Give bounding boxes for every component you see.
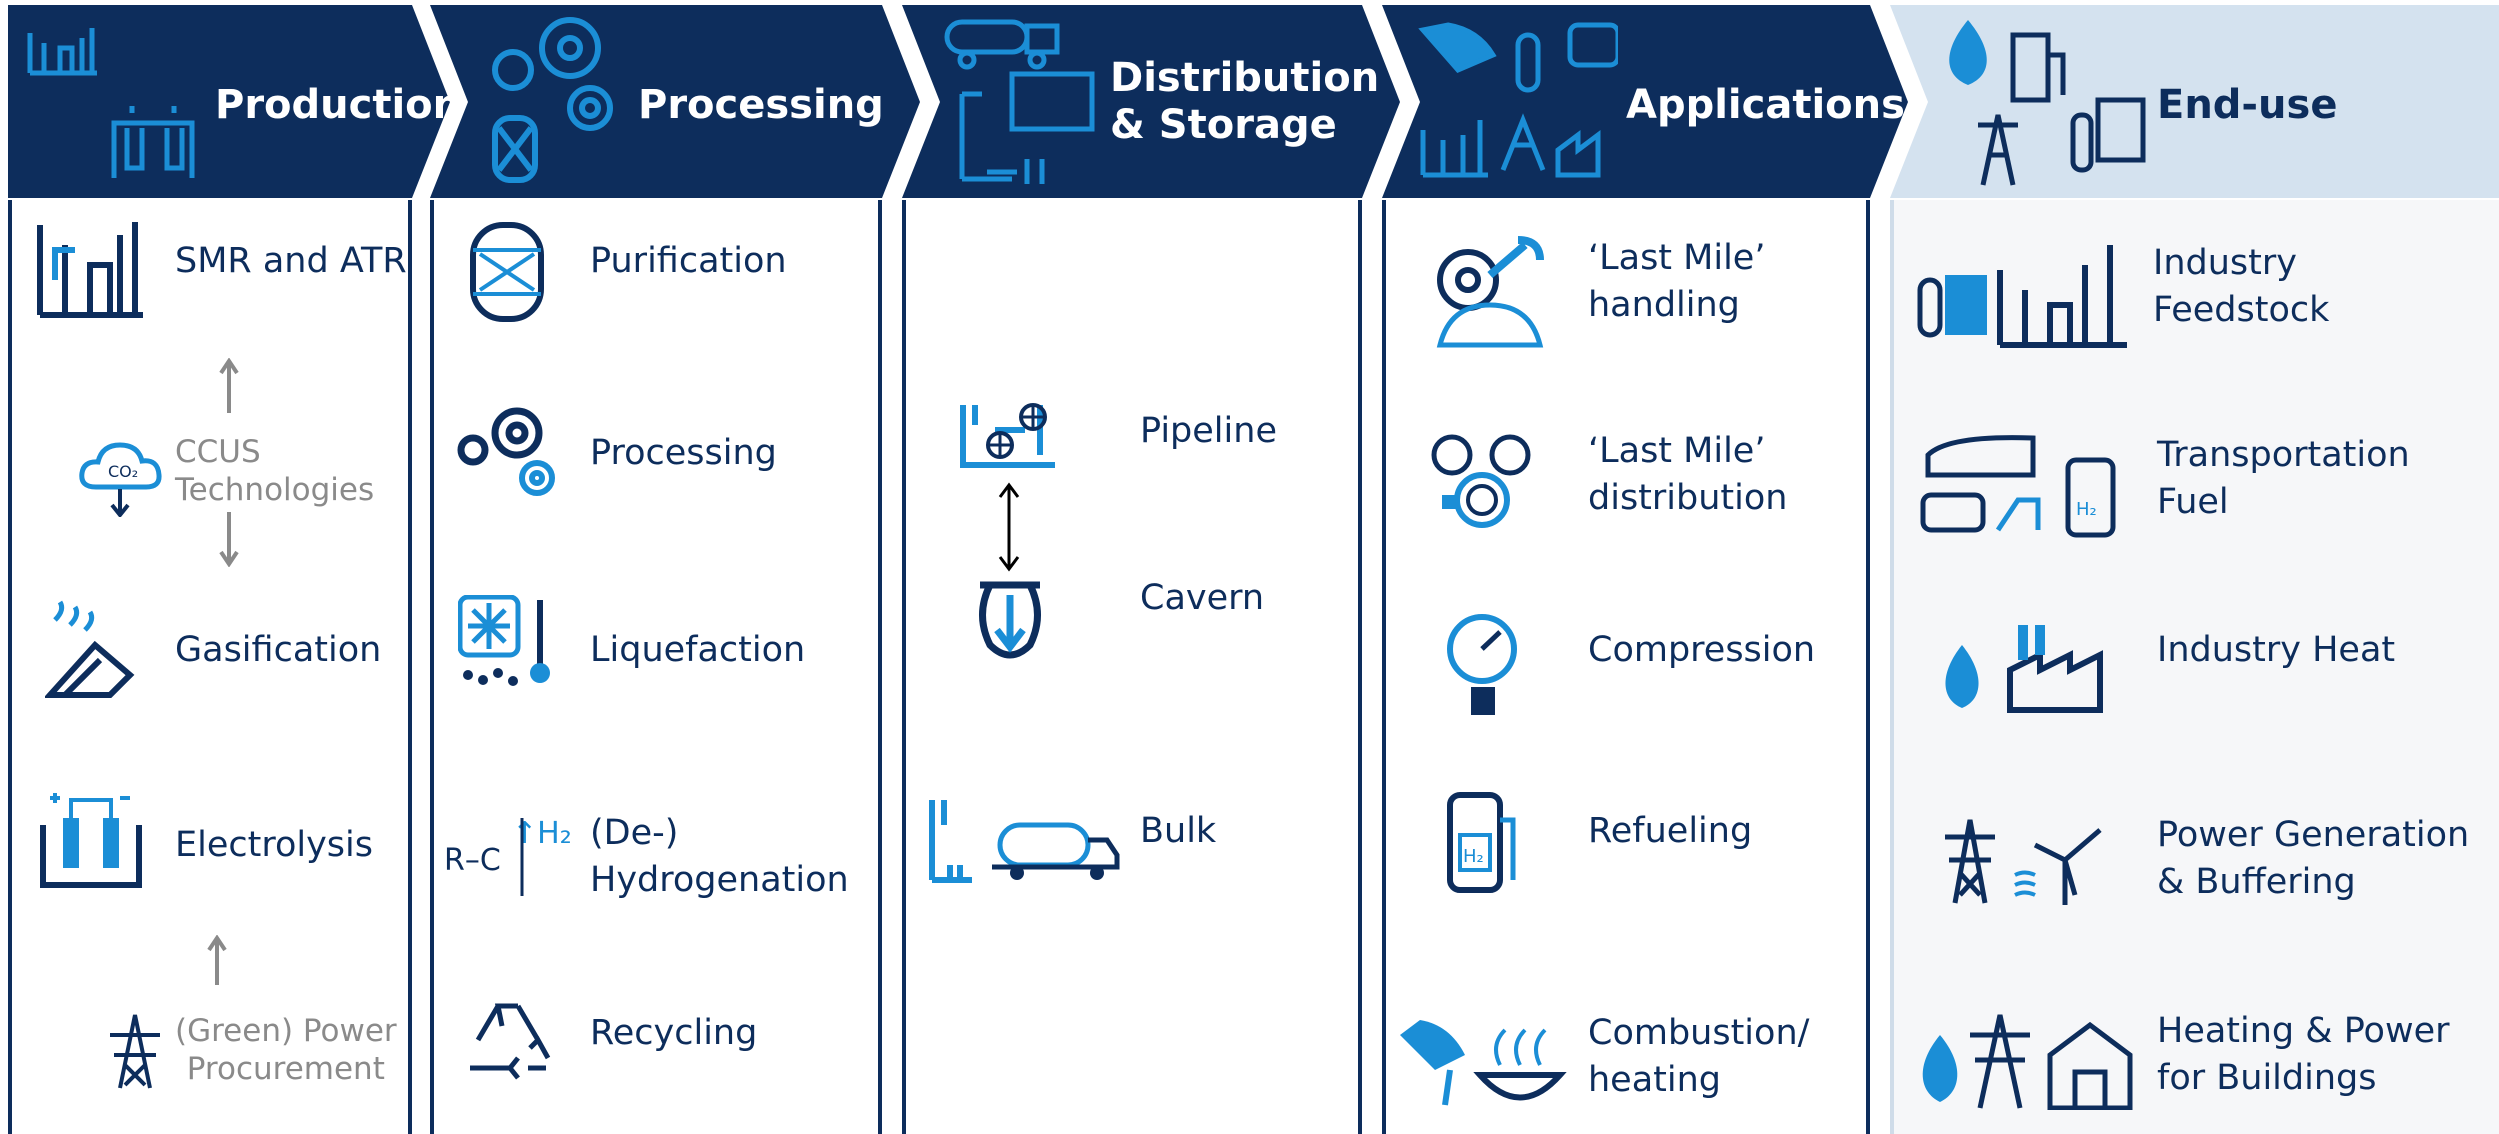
down-arrow [219, 512, 239, 567]
gears-icon [457, 407, 555, 496]
refueling-label: Refueling [1588, 811, 1753, 851]
last-mile-distribution-label: ‘Last Mile’ distribution [1588, 431, 1788, 518]
feedstock-icon [1917, 245, 2127, 348]
industry-feedstock-label: Industry Feedstock [2153, 243, 2330, 330]
gauges-icon [1431, 434, 1531, 528]
end-use-header-bg [1890, 5, 2499, 198]
combustion-label: Combustion/ heating [1588, 1013, 1810, 1100]
transport-h2-text: H₂ [2076, 499, 2097, 520]
chem-formula-text: R–C [444, 843, 501, 878]
processing-header-icon [492, 17, 613, 183]
end-use-column [1890, 200, 2499, 1134]
chemical-formula-icon: R–C ↑H₂ [444, 816, 572, 896]
electrolysis-label: Electrolysis [175, 825, 374, 865]
end-use-title: End-use [2157, 82, 2338, 128]
industry-heat-label: Industry Heat [2157, 630, 2396, 670]
co2-text: CO₂ [108, 462, 138, 481]
transportation-fuel-label: Transportation Fuel [2157, 435, 2410, 522]
purification-label: Purification [590, 241, 787, 281]
gasification-label: Gasification [175, 630, 382, 670]
recycling-label: Recycling [590, 1013, 758, 1053]
pipeline-label: Pipeline [1140, 411, 1277, 451]
power-generation-label: Power Generation & Buffering [2157, 815, 2470, 902]
pylon-windmill-icon [1945, 819, 2102, 905]
production-header-icon [27, 28, 195, 178]
gear-wrench-icon [1436, 236, 1544, 348]
cavern-icon [979, 581, 1041, 659]
last-mile-handling-label: ‘Last Mile’ handling [1588, 238, 1766, 325]
electrolysis-icon [40, 793, 142, 888]
end-use-header-icon [1949, 20, 2146, 186]
production-header-bg [8, 5, 450, 198]
applications-header-icon [1418, 22, 1618, 178]
smr-atr-label: SMR and ATR [175, 241, 407, 281]
liquefaction-label: Liquefaction [590, 630, 806, 670]
hydrogenation-label: (De-) Hydrogenation [590, 813, 849, 900]
pipeline-icon [960, 403, 1055, 468]
up-arrow [219, 358, 239, 413]
heating-buildings-label: Heating & Power for Buildings [2157, 1011, 2450, 1098]
recycle-icon [470, 1003, 551, 1080]
refinery-icon [37, 222, 143, 318]
pressure-gauge-icon [1447, 614, 1517, 715]
distribution-header-icon [944, 19, 1095, 184]
bulk-label: Bulk [1140, 811, 1217, 851]
up-arrow-green-power [207, 935, 227, 985]
ccus-label: CCUS Technologies [175, 434, 375, 508]
ladle-burner-icon [1400, 1020, 1567, 1106]
bidirectional-arrow [998, 482, 1020, 572]
processing-column [430, 200, 882, 1134]
purifier-vessel-icon [470, 222, 544, 322]
flame-pylon-house-icon [1922, 1014, 2133, 1110]
power-pylon-icon [110, 1014, 160, 1089]
applications-title: Applications [1626, 82, 1905, 128]
flame-factory-icon [1945, 625, 2103, 713]
gasification-icon [45, 600, 135, 698]
applications-column [1382, 200, 1870, 1134]
cavern-label: Cavern [1140, 578, 1265, 618]
fuel-pump-h2-text: H₂ [1463, 846, 1484, 867]
cloud-co2-icon: CO₂ [79, 442, 162, 517]
fuel-pump-icon: H₂ [1447, 792, 1516, 893]
snowflake-thermometer-icon [458, 595, 550, 686]
transport-icon: H₂ [1920, 435, 2116, 538]
processing-title: Processing [638, 82, 884, 128]
production-column [8, 200, 412, 1134]
distribution-title: Distribution & Storage [1110, 55, 1380, 148]
processing-item-label: Processing [590, 433, 777, 473]
distribution-column [902, 200, 1362, 1134]
green-power-label: (Green) Power Procurement [175, 1013, 397, 1087]
processing-header-bg [430, 5, 920, 198]
tank-truck-icon [929, 800, 1120, 883]
compression-label: Compression [1588, 630, 1816, 670]
production-title: Production [215, 82, 462, 128]
